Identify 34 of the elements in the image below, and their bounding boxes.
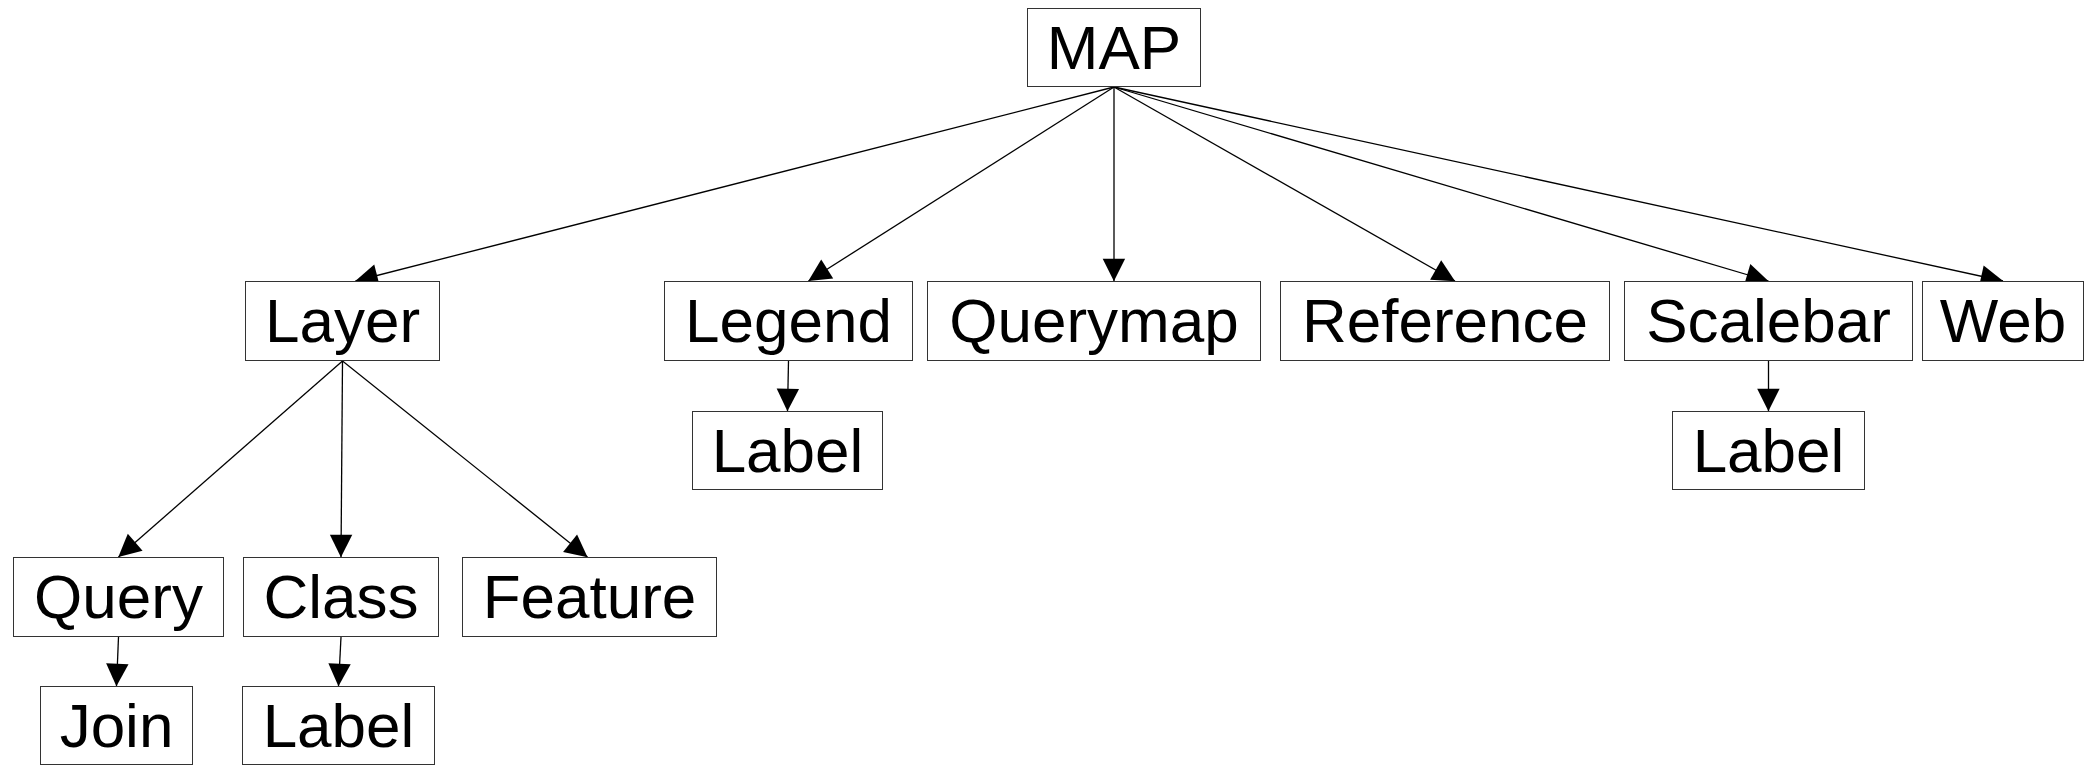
class-name: Label <box>711 419 864 482</box>
arrow <box>106 636 129 687</box>
class-name: Class <box>263 566 419 628</box>
arrow <box>776 360 800 412</box>
class-box <box>664 281 913 361</box>
class-name: Label <box>1692 419 1845 482</box>
class-box <box>462 557 717 637</box>
class-box <box>13 557 224 637</box>
class-name: MAP <box>1046 16 1182 79</box>
arrow <box>807 86 1115 282</box>
class-box <box>927 281 1261 361</box>
class-box <box>1624 281 1913 361</box>
class-name: Label <box>262 694 415 757</box>
class-box <box>1672 411 1865 490</box>
arrow <box>341 360 589 558</box>
arrow <box>329 360 353 558</box>
class-name: Web <box>1939 290 2067 352</box>
class-name: Scalebar <box>1646 290 1891 352</box>
arrow <box>1102 86 1126 282</box>
class-name: Feature <box>482 566 697 628</box>
arrow <box>117 360 344 558</box>
class-box <box>1027 8 1201 87</box>
class-box <box>242 686 435 765</box>
class-name: Reference <box>1301 290 1589 352</box>
arrow <box>1113 86 1456 282</box>
class-box <box>245 281 440 361</box>
class-box <box>692 411 883 490</box>
class-box <box>40 686 193 765</box>
class-box <box>243 557 439 637</box>
arrow <box>328 636 351 687</box>
class-box <box>1922 281 2084 361</box>
class-name: Join <box>59 694 174 757</box>
arrow <box>1757 360 1780 412</box>
class-box <box>1280 281 1610 361</box>
